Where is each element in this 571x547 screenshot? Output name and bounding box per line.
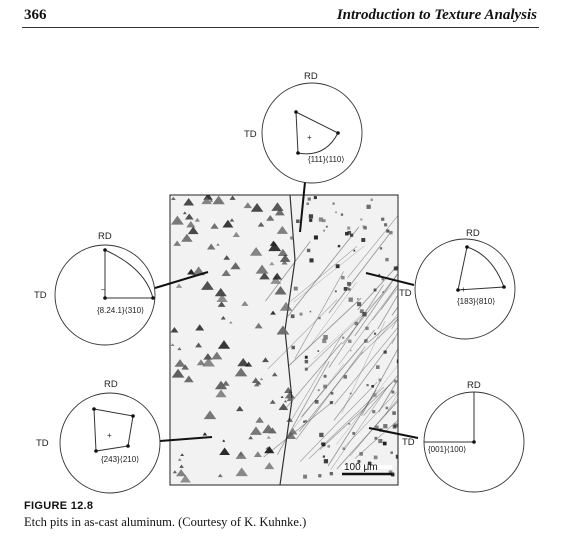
pole-figure-left-lower: RD TD + {243}⟨210⟩ — [36, 379, 161, 494]
orientation-index: {111}⟨110⟩ — [308, 155, 345, 164]
td-label: TD — [244, 129, 257, 140]
figure-label: FIGURE 12.8 — [24, 500, 94, 512]
connector-right-lower — [368, 427, 419, 439]
rd-label: RD — [466, 228, 480, 239]
scale-bar-backing — [342, 465, 392, 469]
connector-left-upper — [154, 271, 209, 289]
header-rule — [22, 27, 539, 28]
connector-right-upper — [365, 272, 415, 286]
orientation-index: {001}⟨100⟩ — [428, 445, 466, 454]
rd-label: RD — [104, 379, 118, 390]
pole-figure-right-lower: RD TD {001}⟨100⟩ — [402, 380, 525, 493]
orientation-index: {8.24.1}⟨310⟩ — [97, 306, 144, 315]
rd-label: RD — [98, 231, 112, 242]
figure-caption: Etch pits in as-cast aluminum. (Courtesy… — [24, 515, 307, 529]
center-plus: + — [461, 285, 466, 294]
micrograph: 100 μm — [169, 194, 399, 486]
connector-left-lower — [159, 436, 213, 442]
pole-figure-right-upper: RD TD + {183}⟨810⟩ — [399, 228, 516, 340]
running-title: Introduction to Texture Analysis — [336, 7, 537, 23]
pole-figure-top: RD TD + {111}⟨110⟩ — [244, 71, 363, 184]
td-label: TD — [36, 438, 49, 449]
rd-label: RD — [304, 71, 318, 82]
center-plus: + — [307, 133, 312, 142]
td-label: TD — [34, 290, 47, 301]
pole-figure-left-upper: RD TD – {8.24.1}⟨310⟩ — [34, 231, 156, 346]
center-minus: – — [101, 285, 106, 294]
orientation-index: {183}⟨810⟩ — [457, 297, 495, 306]
center-plus: + — [107, 431, 112, 440]
page-number: 366 — [24, 7, 47, 23]
connector-top — [299, 181, 306, 233]
etch-pit-texture — [170, 195, 398, 485]
rd-label: RD — [467, 380, 481, 391]
connector-lines — [154, 181, 419, 442]
orientation-index: {243}⟨210⟩ — [101, 455, 139, 464]
td-label: TD — [402, 437, 415, 448]
td-label: TD — [399, 288, 412, 299]
scale-bar-label: 100 μm — [344, 462, 378, 473]
